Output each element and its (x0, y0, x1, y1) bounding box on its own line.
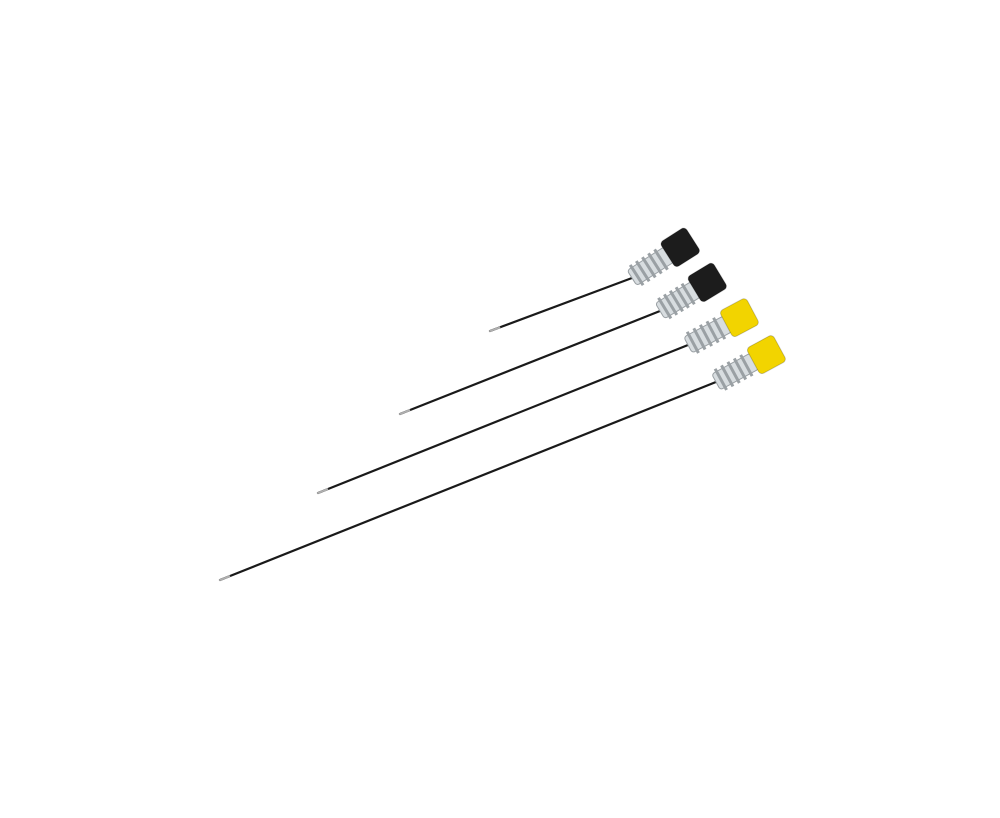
hub-ring (699, 324, 713, 347)
needle-tip (219, 575, 231, 581)
needle-hub (655, 262, 727, 320)
needle-4 (218, 335, 786, 582)
stylet-cap (687, 262, 727, 303)
hub-ring (732, 357, 748, 381)
needle-shaft (316, 343, 690, 495)
hub-ring (674, 286, 690, 309)
needle-hub (712, 335, 786, 391)
needle-shaft (488, 276, 634, 333)
needle-3 (316, 298, 759, 495)
hub-ring (668, 290, 684, 313)
hub-ring (720, 364, 735, 388)
stylet-cap (660, 227, 700, 268)
hub-ring (739, 354, 754, 377)
hub-ring (635, 260, 651, 283)
hub-ring (713, 368, 728, 391)
needle-1 (488, 227, 700, 333)
hub-ring (705, 320, 720, 344)
hub-ring (680, 282, 696, 306)
needle-tip (399, 409, 411, 415)
needle-shaft (218, 380, 718, 582)
needle-hub (684, 298, 759, 354)
hub-ring (628, 264, 645, 286)
needle-2 (398, 262, 727, 416)
stylet-cap (720, 298, 759, 338)
needle-tip (489, 326, 501, 332)
hub-ring (663, 293, 679, 316)
hub-ring (653, 248, 669, 271)
stylet-cap (746, 335, 786, 375)
hub-ring (641, 256, 657, 279)
needle-tip (317, 488, 329, 494)
hub-ring (647, 252, 663, 275)
hub-ring (726, 361, 741, 384)
hub-ring (657, 297, 673, 320)
hub-ring (712, 317, 727, 340)
hub-ring (692, 327, 707, 351)
needle-shaft (398, 309, 662, 416)
needle-hub (627, 227, 700, 286)
hub-ring (685, 331, 700, 354)
